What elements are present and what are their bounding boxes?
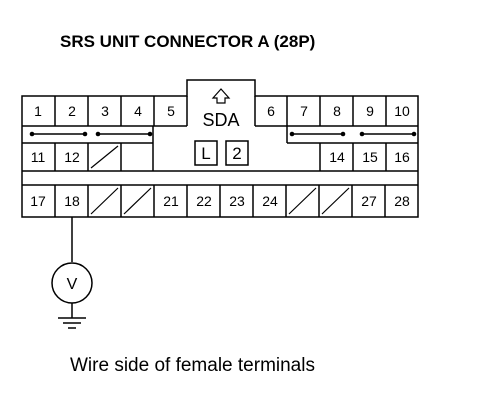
pin-label: 5 <box>167 103 175 119</box>
pin-numbers: 1 2 3 4 5 6 7 8 9 10 11 12 14 15 16 17 1… <box>30 103 410 209</box>
pin-label: 18 <box>64 193 80 209</box>
lock-tab: SDA L 2 <box>194 88 249 166</box>
pin-label: 27 <box>361 193 377 209</box>
marking-box-right: 2 <box>232 144 241 163</box>
pin-label: 4 <box>134 103 142 119</box>
ground-icon <box>58 317 86 329</box>
pin-label: 1 <box>34 103 42 119</box>
pin-label: 2 <box>68 103 76 119</box>
shorting-bars <box>29 131 417 137</box>
pin-label: 10 <box>394 103 410 119</box>
voltmeter-probe: V <box>51 217 93 318</box>
pin-label: 23 <box>229 193 245 209</box>
pin-label: 12 <box>64 149 80 165</box>
pin-label: 22 <box>196 193 212 209</box>
marking-box-left: L <box>201 144 210 163</box>
pin-label: 17 <box>30 193 46 209</box>
voltmeter-symbol: V <box>67 276 78 293</box>
pin-label: 9 <box>366 103 374 119</box>
diagram-title: SRS UNIT CONNECTOR A (28P) <box>60 32 315 51</box>
pin-label: 28 <box>394 193 410 209</box>
pin-label: 14 <box>329 149 345 165</box>
pin-label: 8 <box>333 103 341 119</box>
connector-housing <box>21 79 419 218</box>
pin-label: 24 <box>262 193 278 209</box>
pin-label: 6 <box>267 103 275 119</box>
pin-label: 16 <box>394 149 410 165</box>
pin-label: 21 <box>163 193 179 209</box>
pin-label: 15 <box>362 149 378 165</box>
caption: Wire side of female terminals <box>70 355 315 376</box>
housing-label: SDA <box>202 110 239 130</box>
unused-cavities <box>90 145 350 215</box>
pin-label: 7 <box>300 103 308 119</box>
pin-label: 11 <box>31 149 46 165</box>
pin-label: 3 <box>101 103 109 119</box>
